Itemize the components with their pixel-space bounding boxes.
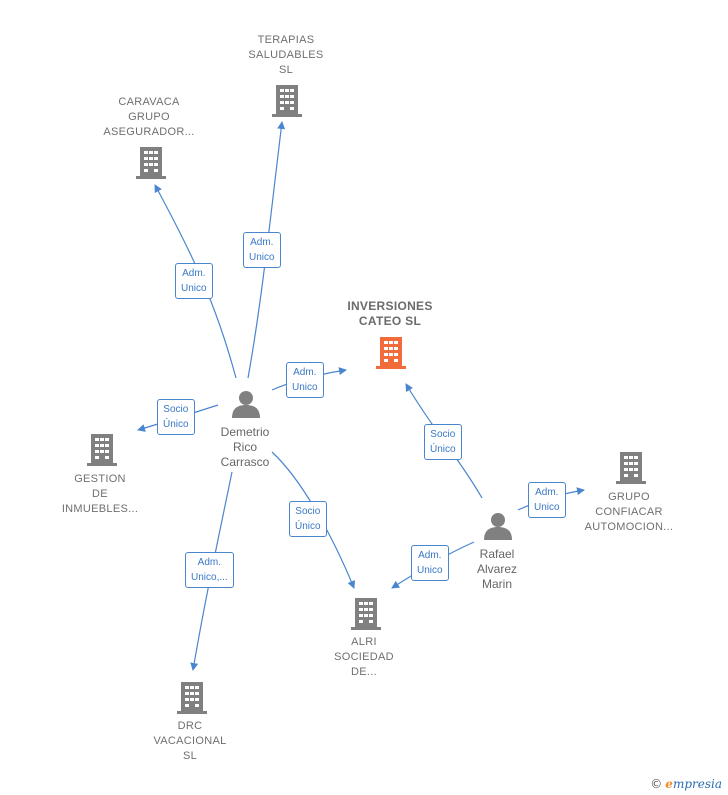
node-label-drc[interactable]: DRC VACACIONAL SL	[153, 720, 227, 762]
building-icon[interactable]	[136, 147, 166, 179]
edge-badge-demetrio-drc: Adm. Unico,...	[185, 552, 234, 588]
node-label-alri[interactable]: ALRI SOCIEDAD DE...	[334, 636, 394, 678]
building-icon[interactable]	[87, 434, 117, 466]
brand-logo-text: mpresia	[672, 777, 722, 791]
node-label-inversiones[interactable]: INVERSIONES CATEO SL	[347, 299, 433, 328]
person-icon[interactable]	[484, 513, 512, 540]
copyright-icon: ©	[650, 777, 663, 791]
edge-badge-demetrio-alri: Socio Único	[289, 501, 327, 537]
edge-badge-demetrio-gestion: Socio Único	[157, 399, 195, 435]
building-icon[interactable]	[177, 682, 207, 714]
building-icon[interactable]	[272, 85, 302, 117]
node-label-rafael[interactable]: Rafael Alvarez Marin	[476, 547, 518, 591]
edge-badge-rafael-grupo: Adm. Unico	[528, 482, 566, 518]
brand-logo-initial: e	[665, 777, 673, 791]
building-icon[interactable]	[376, 337, 406, 369]
edge-badge-demetrio-terapias: Adm. Unico	[243, 232, 281, 268]
copyright-footer: ©empresia	[650, 777, 722, 791]
node-label-caravaca[interactable]: CARAVACA GRUPO ASEGURADOR...	[103, 96, 195, 138]
edge-badge-rafael-inversiones: Socio Único	[424, 424, 462, 460]
person-icon[interactable]	[232, 391, 260, 418]
node-label-terapias[interactable]: TERAPIAS SALUDABLES SL	[248, 34, 324, 76]
edge-badge-demetrio-inversiones: Adm. Unico	[286, 362, 324, 398]
building-icon[interactable]	[351, 598, 381, 630]
node-label-gestion[interactable]: GESTION DE INMUEBLES...	[61, 473, 139, 515]
building-icon[interactable]	[616, 452, 646, 484]
node-label-demetrio[interactable]: Demetrio Rico Carrasco	[220, 425, 270, 469]
edge-badge-rafael-alri: Adm. Unico	[411, 545, 449, 581]
node-label-grupo[interactable]: GRUPO CONFIACAR AUTOMOCION...	[584, 491, 674, 533]
edge-badge-demetrio-caravaca: Adm. Unico	[175, 263, 213, 299]
